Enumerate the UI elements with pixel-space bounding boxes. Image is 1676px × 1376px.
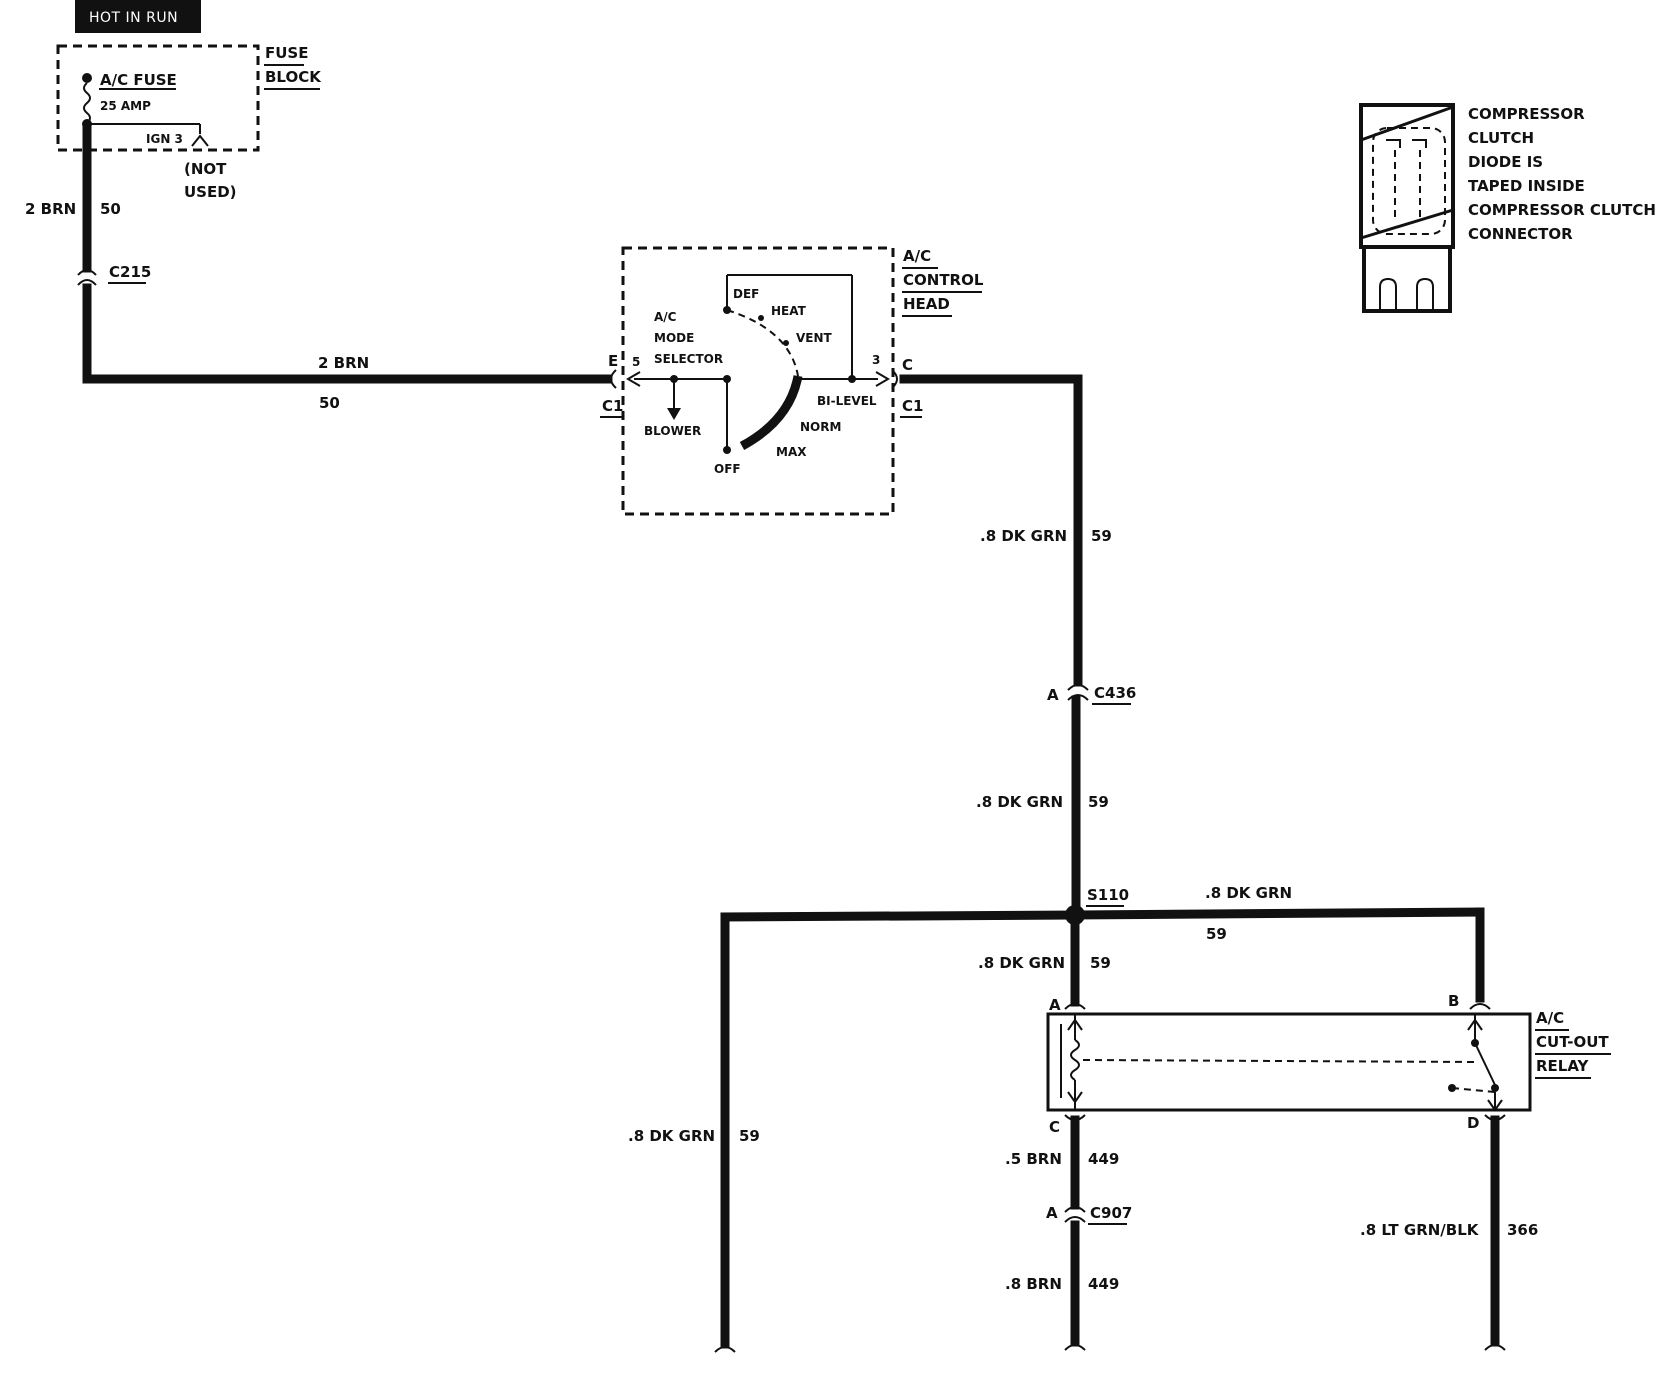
relay-pin-b: B [1448, 992, 1459, 1010]
ac-control-head: A/C CONTROL HEAD E 5 C1 3 C C1 A/C MODE … [600, 246, 984, 516]
pin-c-label: C [902, 356, 913, 374]
wire-s110-down-circuit: 59 [1090, 954, 1111, 972]
wire-s110-right-circuit: 59 [1206, 925, 1227, 943]
wire-head-out-gauge: .8 DK GRN [980, 527, 1067, 545]
relay-title-2: CUT-OUT [1536, 1033, 1609, 1051]
relay-pin-d: D [1467, 1114, 1479, 1132]
note-line-1: COMPRESSOR [1468, 105, 1585, 123]
relay-pin-c: C [1049, 1118, 1060, 1136]
wire-relay-c-gauge: .5 BRN [1005, 1150, 1062, 1168]
pos-def-label: DEF [733, 287, 759, 301]
selector-label-1: A/C [654, 310, 677, 324]
relay-title-3: RELAY [1536, 1057, 1590, 1075]
control-head-title-2: CONTROL [903, 271, 984, 289]
connector-c1-right: C1 [902, 397, 923, 415]
fuse-block-title-2: BLOCK [265, 68, 322, 86]
wire-s110-left-circuit: 59 [739, 1127, 760, 1145]
pin-3-label: 3 [872, 353, 880, 367]
wire-c436-out-circuit: 59 [1088, 793, 1109, 811]
wire-head-out-circuit: 59 [1091, 527, 1112, 545]
compressor-clutch-connector: COMPRESSOR CLUTCH DIODE IS TAPED INSIDE … [1359, 103, 1656, 313]
control-head-title-3: HEAD [903, 295, 950, 313]
connector-c436: C436 [1094, 684, 1136, 702]
relay-title-1: A/C [1536, 1009, 1564, 1027]
note-line-6: CONNECTOR [1468, 225, 1573, 243]
wire-relay-d-circuit: 366 [1507, 1221, 1538, 1239]
note-line-2: CLUTCH [1468, 129, 1534, 147]
pos-norm-label: NORM [800, 420, 841, 434]
wire-c907-out-circuit: 449 [1088, 1275, 1119, 1293]
selector-label-3: SELECTOR [654, 352, 723, 366]
control-head-title-1: A/C [903, 247, 931, 265]
ac-fuse-rating: 25 AMP [100, 99, 151, 113]
pin-5-label: 5 [632, 355, 640, 369]
connector-c907: C907 [1090, 1204, 1132, 1222]
ign3-label: IGN 3 [146, 132, 183, 146]
pos-vent-label: VENT [796, 331, 833, 345]
blower-label: BLOWER [644, 424, 701, 438]
wire-s110-down-gauge: .8 DK GRN [978, 954, 1065, 972]
wire-s110-right-gauge: .8 DK GRN [1205, 884, 1292, 902]
wire-c436-out-gauge: .8 DK GRN [976, 793, 1063, 811]
selector-label-2: MODE [654, 331, 694, 345]
wire-brn-circuit: 50 [319, 394, 340, 412]
note-line-3: DIODE IS [1468, 153, 1543, 171]
wire-fuse-out-gauge: 2 BRN [25, 200, 76, 218]
pos-max-label: MAX [776, 445, 807, 459]
ac-cutout-relay: A B A/C CUT-OUT RELAY C D [1046, 992, 1611, 1136]
not-used-1: (NOT [184, 160, 227, 178]
c436-pin-label: A [1047, 686, 1059, 704]
ac-fuse-label: A/C FUSE [100, 71, 177, 89]
splice-s110: S110 [1087, 886, 1129, 904]
wire-relay-c-circuit: 449 [1088, 1150, 1119, 1168]
not-used-2: USED) [184, 183, 237, 201]
pos-off-label: OFF [714, 462, 741, 476]
pos-heat-label: HEAT [771, 304, 807, 318]
fuse-block-title-1: FUSE [265, 44, 308, 62]
fuse-block: FUSE BLOCK A/C FUSE 25 AMP IGN 3 (NOT US… [56, 44, 322, 201]
wire-relay-d-gauge: .8 LT GRN/BLK [1360, 1221, 1480, 1239]
wire-s110-left-gauge: .8 DK GRN [628, 1127, 715, 1145]
wire-brn-gauge: 2 BRN [318, 354, 369, 372]
wire-fuse-out-circuit: 50 [100, 200, 121, 218]
c907-pin-label: A [1046, 1204, 1058, 1222]
note-line-4: TAPED INSIDE [1468, 177, 1585, 195]
connector-c215: C215 [109, 263, 151, 281]
note-line-5: COMPRESSOR CLUTCH [1468, 201, 1656, 219]
pos-bilevel-label: BI-LEVEL [817, 394, 877, 408]
pin-e-label: E [608, 352, 618, 370]
connector-c1-left: C1 [602, 397, 623, 415]
wire-c907-out-gauge: .8 BRN [1005, 1275, 1062, 1293]
hot-in-run-badge: HOT IN RUN [75, 0, 201, 33]
relay-pin-a: A [1049, 996, 1061, 1014]
hot-in-run-label: HOT IN RUN [89, 10, 178, 26]
